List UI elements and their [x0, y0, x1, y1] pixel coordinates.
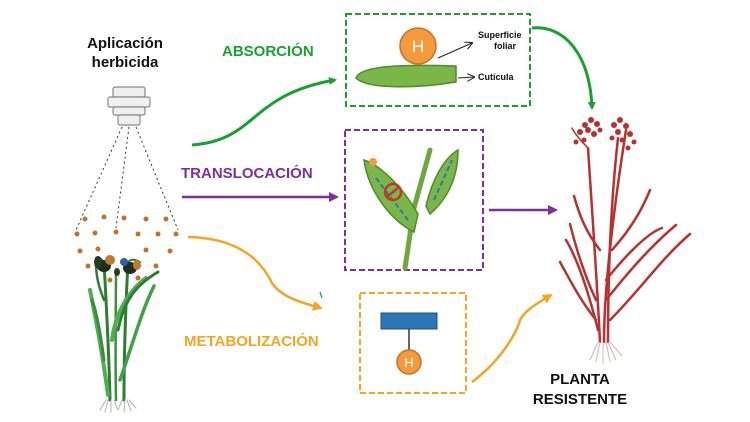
- translocation-label: TRANSLOCACIÓN: [181, 165, 313, 182]
- resistant-plant-label-line2: RESISTENTE: [532, 391, 628, 408]
- absorption-box: [345, 13, 531, 107]
- plant-seed-heads: [94, 255, 141, 276]
- cuticle-label: Cutícula: [478, 72, 514, 82]
- treated-plant-icon: [88, 256, 160, 413]
- application-title: Aplicación herbicida: [70, 34, 180, 72]
- metabolite-herbicide-icon: [396, 349, 422, 375]
- resistant-plant-icon: [558, 127, 692, 344]
- absorption-label: ABSORCIÓN: [222, 43, 314, 60]
- metabolite-icon: [380, 312, 438, 330]
- resistant-plant-label-line1: PLANTA: [550, 371, 610, 388]
- herbicide-molecule-icon: [399, 27, 437, 65]
- leaf-stem-icon: [363, 147, 459, 271]
- surface-pointer: [437, 43, 472, 59]
- absorption-arrow: [191, 77, 337, 147]
- stray-mark: [319, 291, 323, 299]
- leaf-surface-icon: [355, 64, 457, 88]
- resistant-plant-panicles: [573, 117, 637, 151]
- metabolization-label: METABOLIZACIÓN: [184, 333, 319, 350]
- metabolization-arrow: [187, 235, 323, 311]
- metabolite-herbicide-symbol: H: [404, 355, 413, 370]
- metabolization-box: [359, 292, 467, 394]
- application-title-line1: Aplicación: [87, 35, 163, 52]
- cuticle-pointer: [457, 77, 474, 78]
- leaf-surface-label-line2: foliar: [494, 41, 517, 51]
- leaf-surface-label: Superficie foliar: [478, 30, 522, 52]
- application-title-line2: herbicida: [91, 54, 159, 71]
- spray-lines: [75, 126, 179, 231]
- leaf-surface-label-line1: Superficie: [478, 30, 522, 40]
- spray-nozzle-icon: [107, 86, 151, 126]
- resistant-plant-label: PLANTA RESISTENTE: [530, 370, 630, 410]
- resistance-arrow-metabolization: [471, 293, 553, 384]
- resistance-arrow-absorption: [531, 26, 596, 110]
- resistant-plant-roots: [589, 341, 623, 364]
- translocation-box: [344, 129, 484, 271]
- herbicide-droplets: [74, 214, 179, 283]
- herbicide-symbol: H: [412, 37, 424, 56]
